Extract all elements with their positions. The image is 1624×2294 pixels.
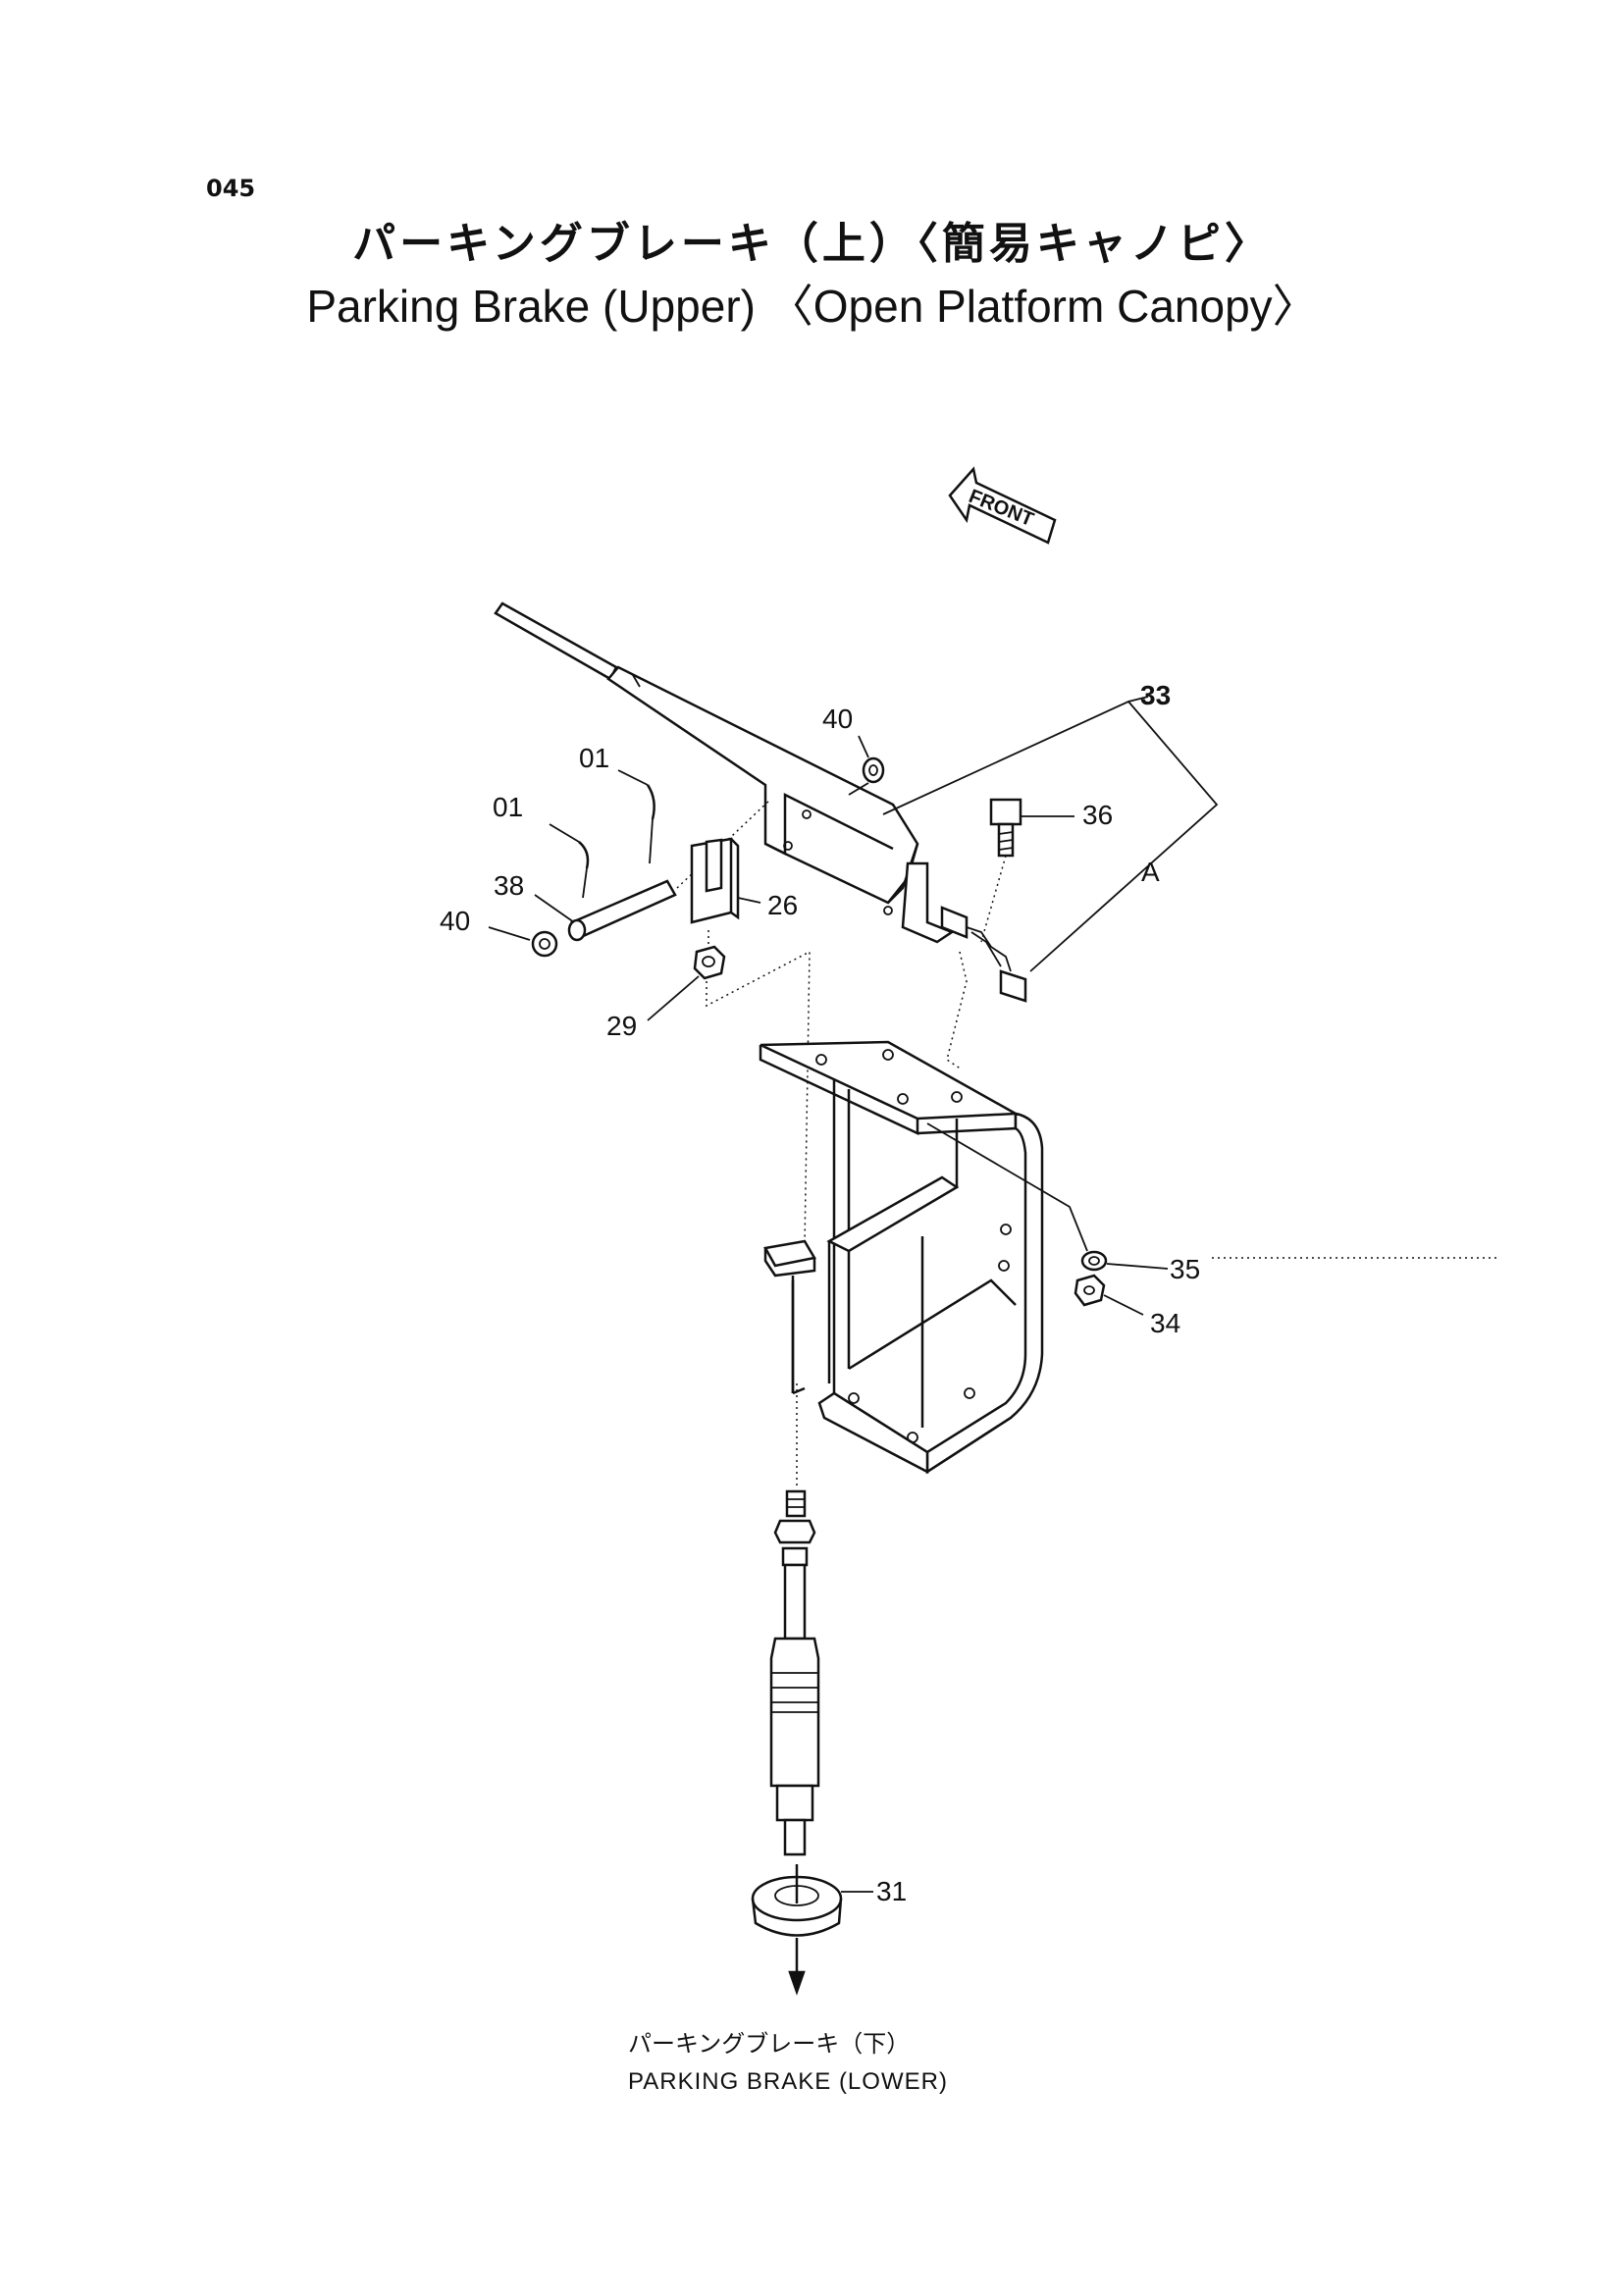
callout-a: A — [1141, 857, 1160, 887]
pin-38 — [534, 799, 771, 942]
callout-34: 34 — [1150, 1308, 1180, 1338]
callout-01-lower: 01 — [493, 792, 523, 822]
callout-29: 29 — [606, 1011, 637, 1041]
nut-29 — [647, 927, 726, 1021]
front-arrow: FRONT — [948, 466, 1057, 545]
callout-33-lines — [882, 696, 1219, 972]
callout-35: 35 — [1170, 1254, 1200, 1284]
front-label: FRONT — [966, 486, 1036, 531]
washer-40-top — [848, 735, 885, 796]
callout-26: 26 — [767, 890, 798, 920]
mounting-bracket — [759, 1040, 1088, 1475]
cotter-pin-01-upper — [617, 769, 655, 864]
clevis-26 — [690, 837, 761, 924]
brake-lever — [494, 601, 1027, 1003]
cable-path — [706, 950, 968, 1247]
title-english: Parking Brake (Upper) 〈Open Platform Can… — [306, 281, 1318, 332]
callout-36: 36 — [1082, 800, 1113, 830]
callout-31: 31 — [876, 1876, 907, 1906]
callout-33: 33 — [1140, 680, 1171, 710]
grommet-31 — [751, 1864, 873, 1937]
callout-40-left: 40 — [440, 906, 470, 936]
callout-01-upper: 01 — [579, 743, 609, 773]
callout-40-top: 40 — [822, 704, 853, 734]
callout-38: 38 — [494, 870, 524, 901]
brake-cable — [769, 1276, 820, 1856]
caption-english: PARKING BRAKE (LOWER) — [628, 2068, 948, 2095]
cotter-pin-01-lower — [549, 823, 590, 899]
page-number: 045 — [206, 175, 256, 202]
caption-japanese: パーキングブレーキ（下） — [628, 2030, 911, 2058]
washer-40-left — [488, 926, 558, 958]
bolt-36 — [980, 798, 1074, 943]
title-japanese: パーキングブレーキ（上）〈簡易キャノピ〉 — [352, 219, 1272, 269]
arrow-to-lower — [788, 1938, 806, 1996]
nut-34 — [1074, 1274, 1144, 1316]
washer-35 — [1080, 1250, 1496, 1272]
